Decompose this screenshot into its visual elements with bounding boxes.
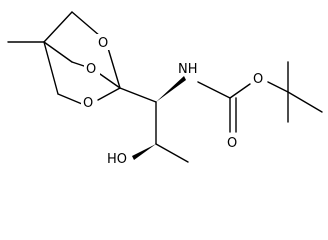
atom-o-mid: O	[86, 62, 96, 77]
bond-bridgehead-down	[43, 41, 59, 95]
atom-o-top: O	[98, 36, 108, 51]
atom-o-left: O	[83, 96, 93, 111]
bond-top-ch2-o	[71, 11, 101, 37]
bond-nh-carbonyl	[197, 81, 231, 99]
atom-o-carbonyl: O	[227, 136, 237, 151]
hashed-wedge-oh	[132, 144, 156, 160]
bond-low-ch2-o	[57, 93, 83, 105]
bond-tbu-right	[287, 91, 323, 113]
structure-diagram: O O O NH O O HO	[7, 11, 323, 167]
bond-bridgehead-up	[43, 11, 73, 43]
bond-mid-ch2-o	[71, 61, 85, 67]
bond-bridgehead-mid	[43, 41, 73, 63]
atom-nh: NH	[178, 62, 198, 77]
hashed-wedge-nh	[156, 76, 186, 102]
bond-orthoester-ca	[119, 87, 157, 103]
atom-o-ester: O	[253, 72, 263, 87]
bond-o-orthoester-1	[107, 47, 121, 89]
bond-cb-methyl	[155, 143, 189, 163]
atom-ho: HO	[107, 152, 127, 167]
bond-carbonyl-oester	[229, 83, 251, 99]
bond-o-orthoester-3	[97, 87, 121, 101]
bond-o-orthoester-2	[99, 73, 121, 89]
bond-oester-cq	[267, 81, 289, 93]
molecule-drawing: O O O NH O O HO	[7, 11, 323, 167]
